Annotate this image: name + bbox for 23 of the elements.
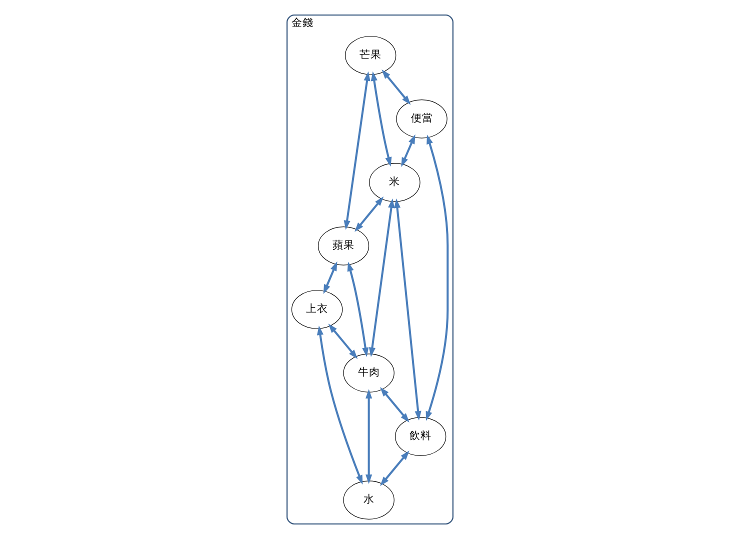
node-ellipse: 上衣 [291, 290, 343, 329]
node-ellipse: 便當 [396, 100, 448, 138]
arrow [328, 324, 358, 359]
arrow [380, 450, 410, 486]
arrow [316, 326, 363, 485]
arrow [366, 389, 372, 484]
node-ellipse: 牛肉 [343, 354, 394, 392]
arrow [401, 134, 416, 167]
arrow [380, 387, 410, 422]
node-ellipse: 芒果 [345, 36, 396, 75]
arrow [347, 262, 369, 358]
arrow [426, 134, 449, 421]
node-ellipse: 蘋果 [318, 226, 370, 266]
arrow [344, 71, 370, 230]
arrow [354, 196, 384, 232]
arrow [370, 71, 392, 167]
node-ellipse: 米 [369, 163, 420, 202]
node-ellipse: 水 [343, 480, 394, 520]
arrow [368, 198, 395, 357]
arrow [394, 198, 422, 420]
node-ellipse: 飲料 [395, 417, 446, 456]
arrow [382, 69, 411, 105]
arrow [323, 261, 338, 294]
